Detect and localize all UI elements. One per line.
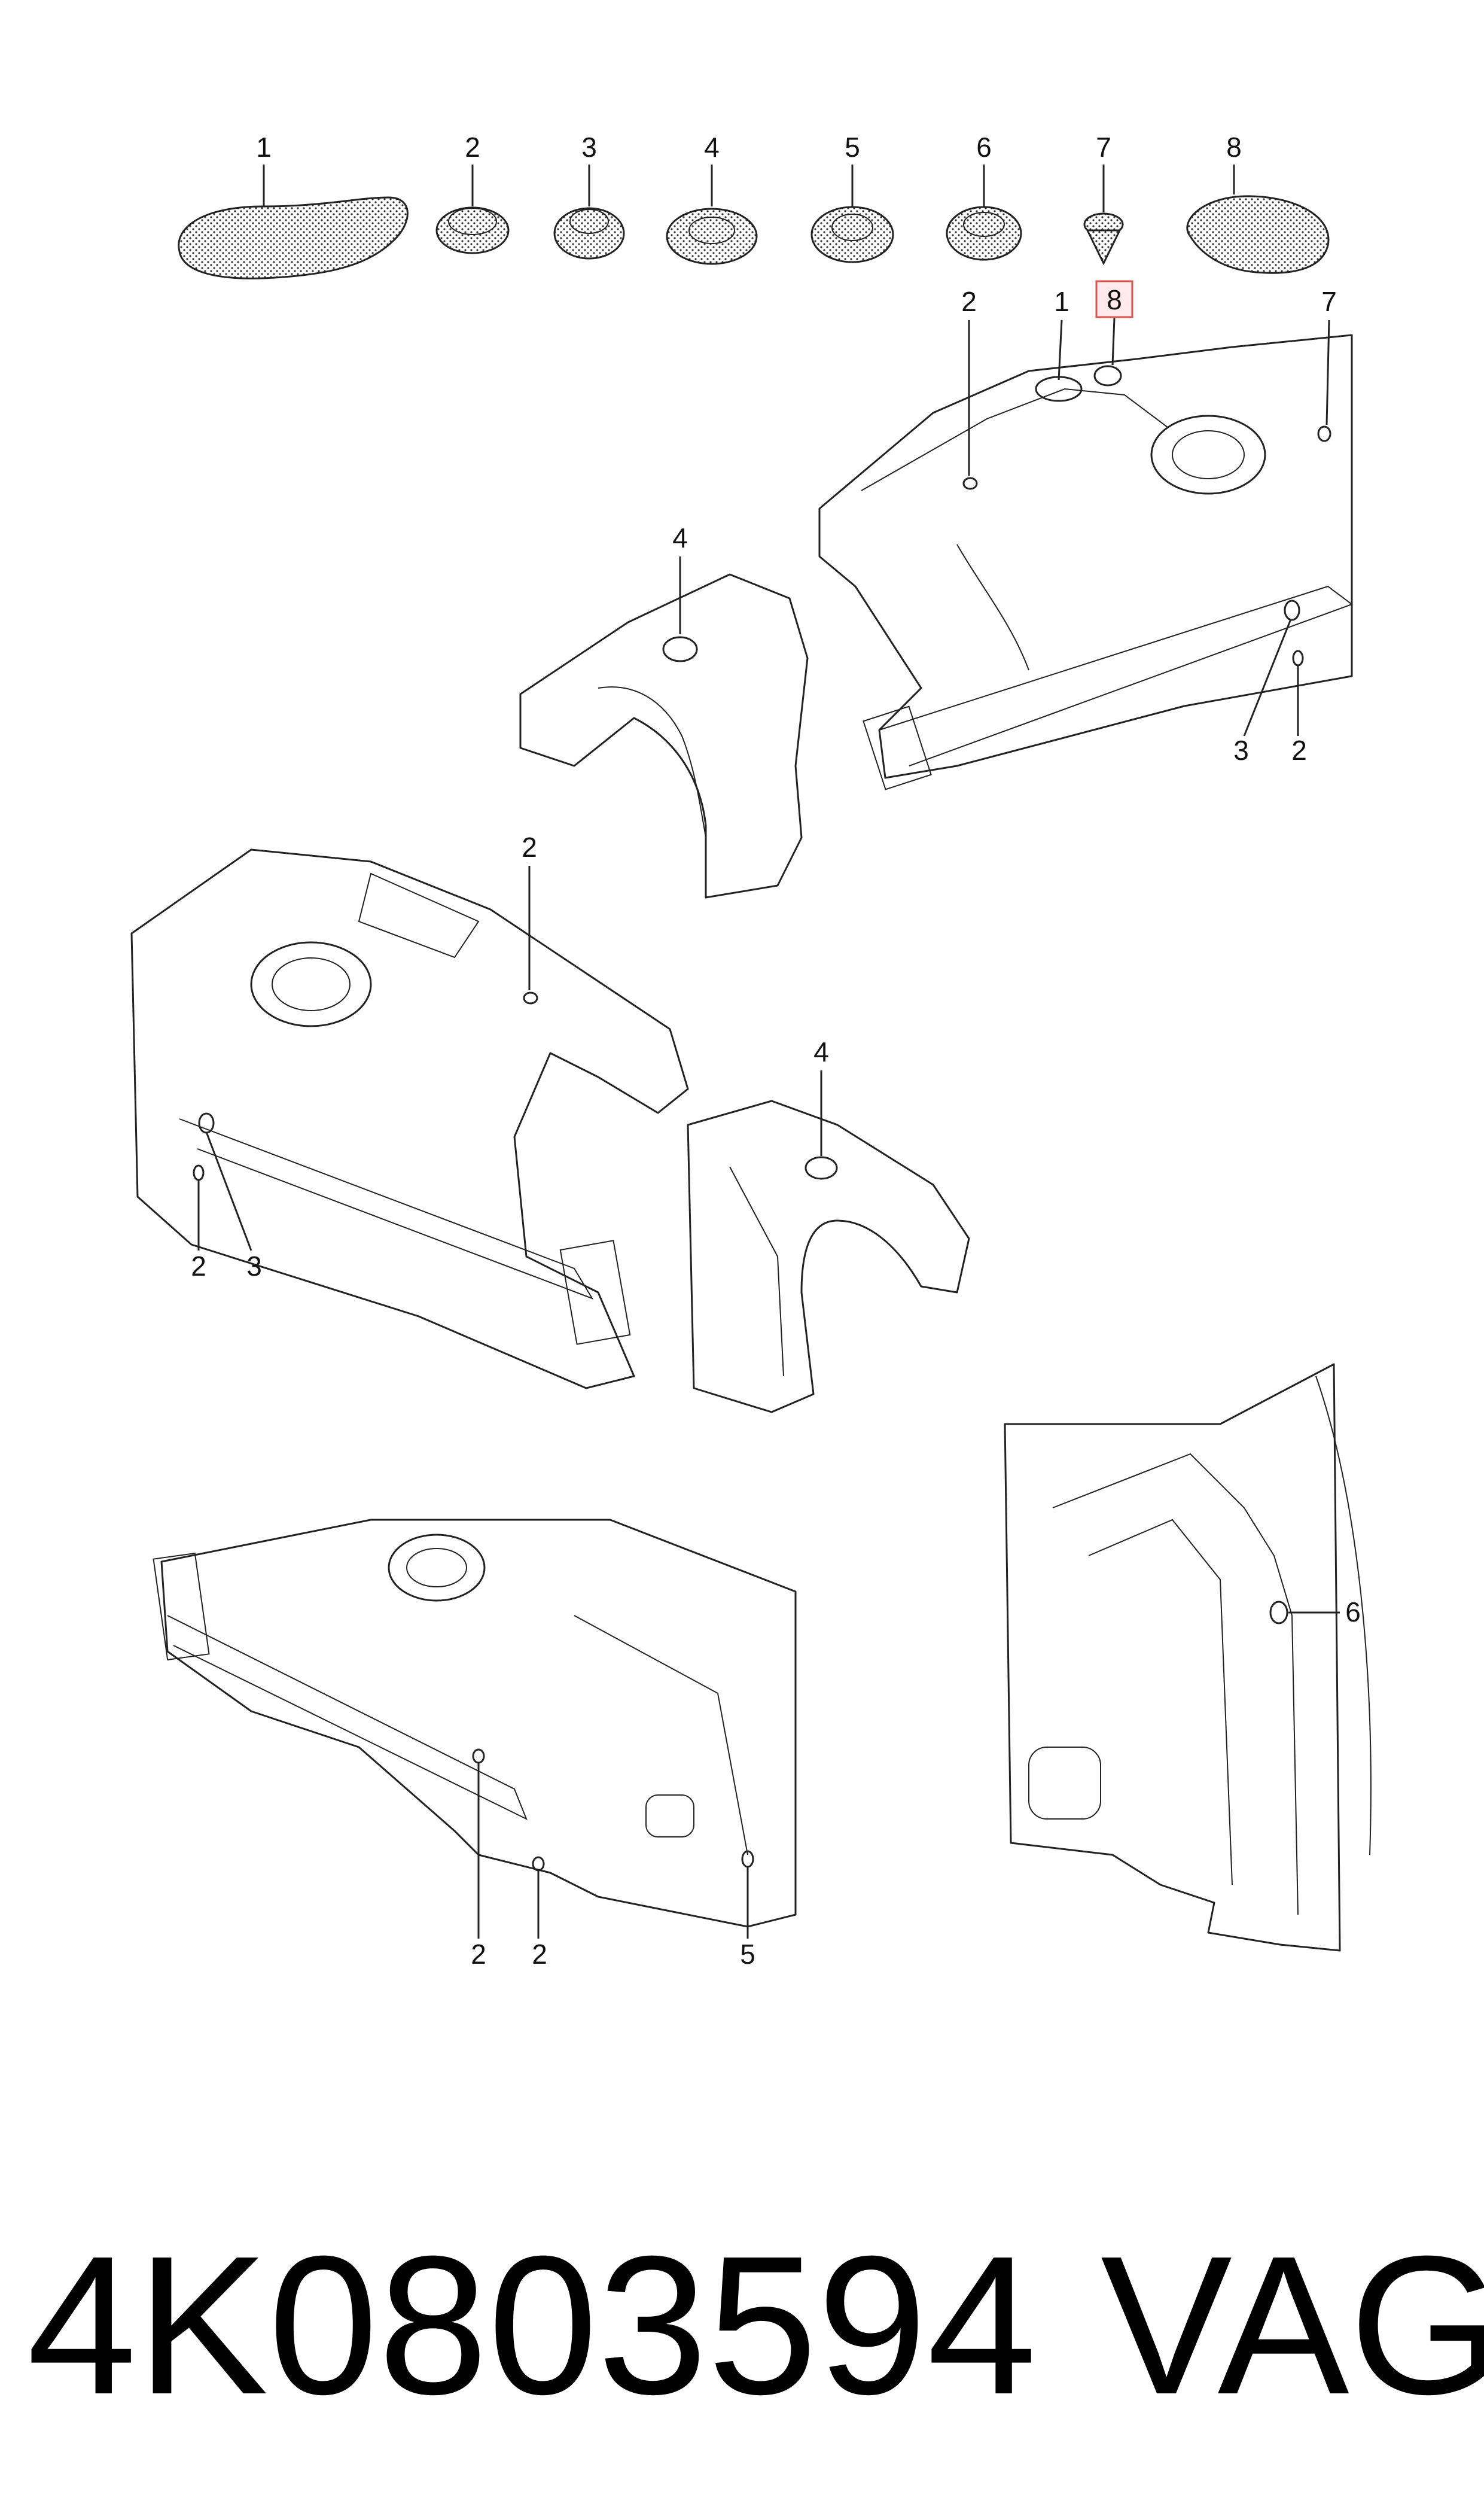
view-1-callout-8: 8 [1107,284,1122,315]
part-5-label: 5 [845,132,860,163]
part-3-grommet: 3 [553,132,625,260]
view-2-wheel-arch: 4 [519,522,809,899]
view-1-callout-1: 1 [1054,286,1069,317]
part-6-label: 6 [976,132,992,163]
view-4-callout-4: 4 [813,1036,829,1067]
view-4-wheel-arch: 4 [687,1036,970,1413]
part-7-label: 7 [1096,132,1111,163]
view-5-callout-5: 5 [740,1939,755,1970]
view-1-callout-2: 2 [961,286,977,317]
parts-row: 1 2 3 4 5 6 [178,132,1330,279]
view-1-front-section: 2 1 8 7 3 2 [818,280,1354,790]
view-1-callout-7: 7 [1321,286,1337,317]
part-1-plug: 1 [178,132,409,279]
part-number: 4K0803594 [27,2214,1037,2435]
view-1-callout-3: 3 [1233,735,1249,766]
view-3-callout-3: 3 [246,1251,262,1282]
part-3-label: 3 [581,132,597,163]
part-4-grommet: 4 [666,132,758,265]
view-6-a-pillar: 6 [1004,1363,1372,1952]
view-5-callout-2a: 2 [471,1939,486,1970]
view-3-front-section: 2 3 2 [130,832,689,1389]
view-6-callout-6: 6 [1345,1596,1361,1627]
view-5-callout-2b: 2 [532,1939,547,1970]
view-5-front-section: 2 2 5 [153,1519,797,1970]
part-4-label: 4 [704,132,720,163]
view-3-callout-2: 2 [522,832,537,863]
part-7-plug: 7 [1083,132,1124,266]
brand-name: VAG [1101,2214,1484,2435]
part-6-grommet: 6 [946,132,1022,261]
part-1-label: 1 [256,132,272,163]
part-2-grommet: 2 [435,132,510,254]
part-8-plug: 8 [1186,132,1330,274]
view-3-callout-2b: 2 [191,1251,206,1282]
part-2-label: 2 [465,132,480,163]
part-5-grommet: 5 [810,132,894,263]
view-1-callout-2b: 2 [1291,735,1307,766]
view-2-callout-4: 4 [672,522,688,553]
view-1-callout-8-highlight [1095,280,1133,318]
part-8-label: 8 [1226,132,1242,163]
